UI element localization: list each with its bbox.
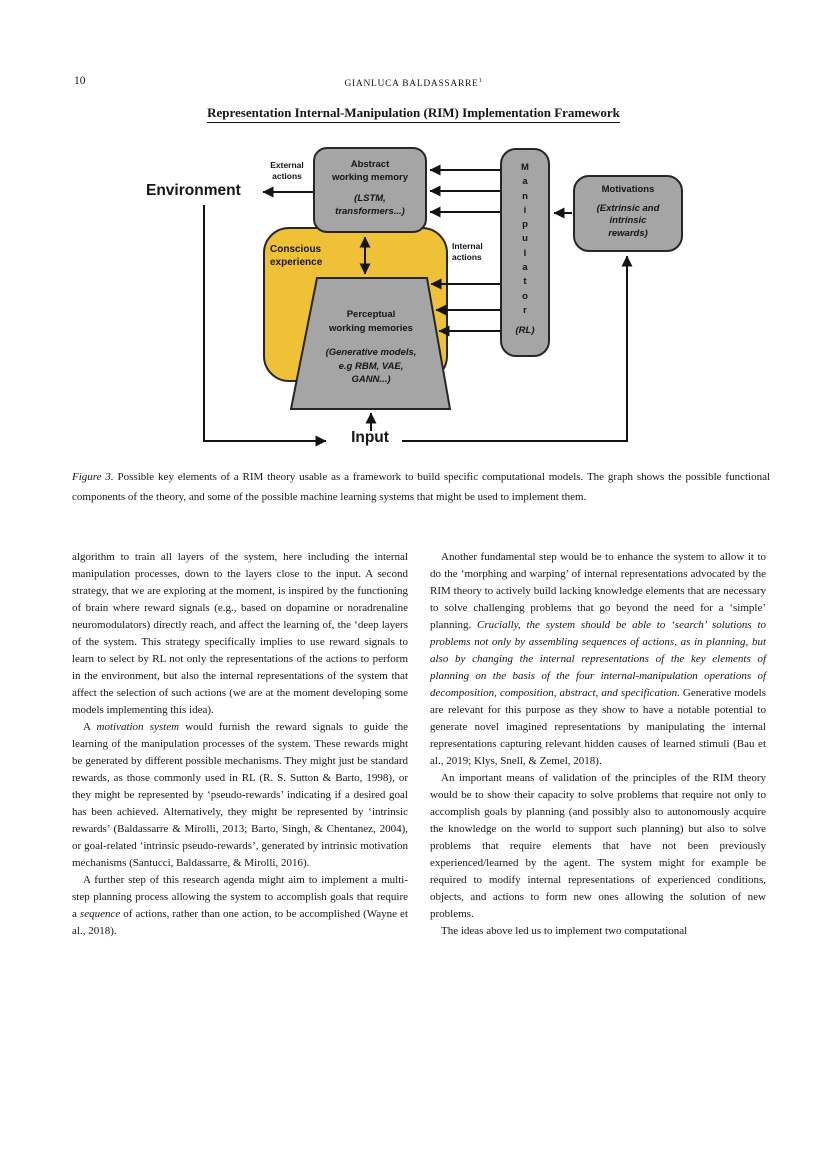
motivations-subtitle: (Extrinsic and intrinsic rewards)	[596, 202, 660, 239]
conscious-experience-label: Conscious experience	[270, 244, 323, 268]
manipulator-box: M a n i p u l a t o r (RL)	[500, 148, 550, 357]
left-column: algorithm to train all layers of the sys…	[72, 549, 408, 940]
paragraph: Another fundamental step would be to enh…	[430, 551, 767, 767]
perceptual-wm-text: Perceptual working memories (Generative …	[296, 308, 446, 387]
running-head-text: GIANLUCA BALDASSARRE	[344, 79, 479, 90]
input-label: Input	[351, 429, 389, 446]
paragraph: algorithm to train all layers of the sys…	[72, 551, 408, 716]
paragraph: A motivation system would furnish the re…	[72, 721, 408, 869]
motivations-box: Motivations (Extrinsic and intrinsic rew…	[573, 175, 683, 252]
paragraph: A further step of this research agenda m…	[72, 874, 408, 937]
figure-title: Representation Internal-Manipulation (RI…	[207, 105, 620, 123]
paragraph: The ideas above led us to implement two …	[441, 925, 688, 937]
internal-actions-label: Internal actions	[452, 241, 483, 262]
paragraph: An important means of validation of the …	[430, 772, 766, 920]
perceptual-wm-title: Perceptual working memories	[329, 309, 413, 334]
abstract-working-memory-box: Abstract working memory (LSTM, transform…	[313, 147, 427, 233]
manipulator-subtitle: (RL)	[515, 325, 535, 337]
figure-title-row: Representation Internal-Manipulation (RI…	[0, 104, 827, 123]
rim-framework-diagram: Abstract working memory (LSTM, transform…	[130, 140, 700, 460]
abstract-wm-subtitle: (LSTM, transformers...)	[335, 193, 405, 217]
motivations-title: Motivations	[601, 184, 655, 195]
manipulator-letters: M a n i p u l a t o r	[521, 162, 529, 316]
perceptual-wm-subtitle: (Generative models, e.g RBM, VAE, GANN..…	[325, 347, 417, 385]
right-column: Another fundamental step would be to enh…	[430, 549, 766, 940]
environment-label: Environment	[146, 182, 241, 199]
external-actions-label: External actions	[270, 160, 304, 181]
running-head: GIANLUCA BALDASSARRE1	[0, 77, 827, 89]
abstract-wm-title: Abstract working memory	[331, 159, 409, 183]
page-number: 10	[74, 75, 86, 87]
running-head-footnote-mark: 1	[478, 77, 483, 84]
figure-caption: Figure 3. Possible key elements of a RIM…	[72, 471, 771, 503]
